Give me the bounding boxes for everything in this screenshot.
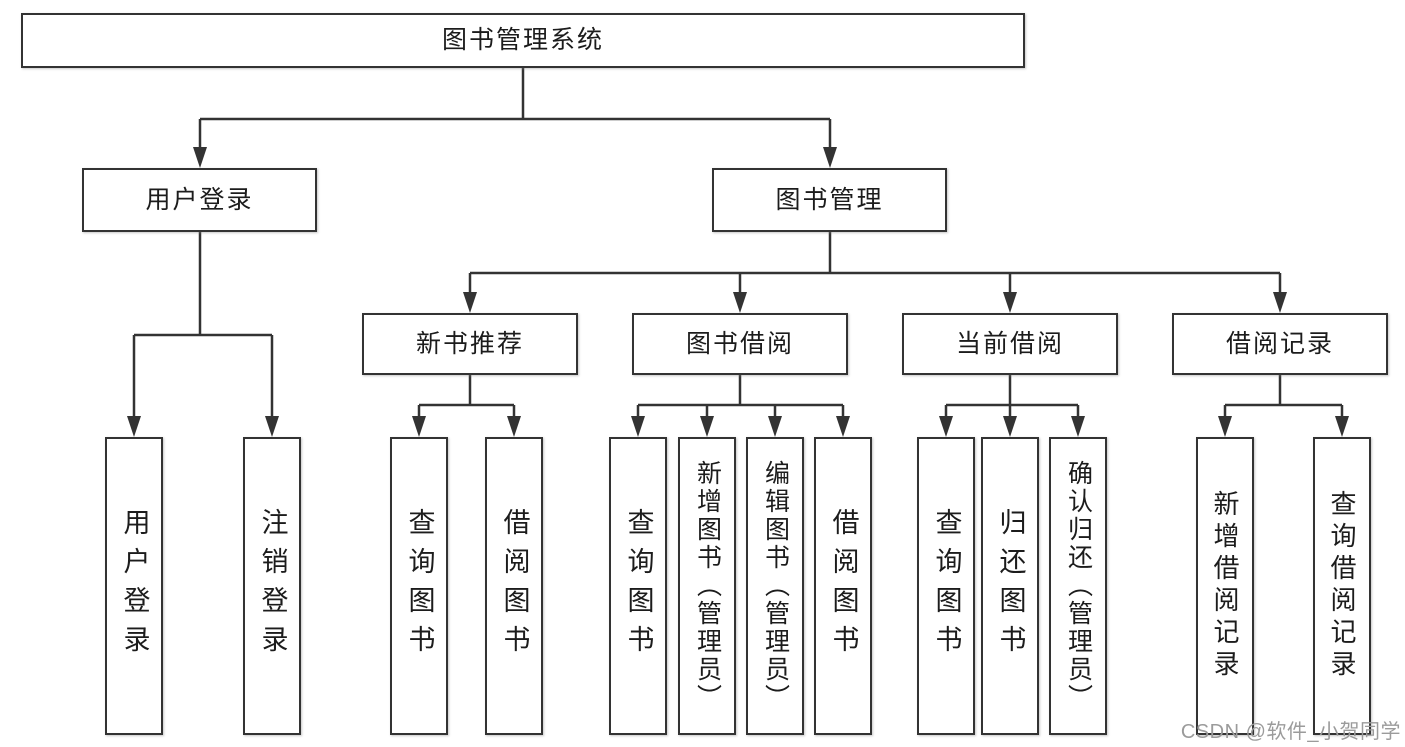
node-label: 图书管理 bbox=[775, 185, 884, 214]
arrowhead-icon bbox=[733, 292, 747, 313]
arrowhead-icon bbox=[1218, 416, 1232, 437]
arrowhead-icon bbox=[1003, 292, 1017, 313]
arrowhead-icon bbox=[412, 416, 426, 437]
node-label: 注销登录 bbox=[257, 508, 288, 664]
node-book-borrowing: 图书借阅 bbox=[632, 313, 848, 375]
node-label: 确认归还（管理员） bbox=[1064, 460, 1093, 712]
node-label: 查询图书 bbox=[404, 508, 435, 664]
arrowhead-icon bbox=[507, 416, 521, 437]
leaf-add-book-admin: 新增图书（管理员） bbox=[678, 437, 736, 735]
node-label: 查询图书 bbox=[931, 508, 962, 664]
connector-path bbox=[132, 68, 1344, 419]
arrowhead-icon bbox=[1071, 416, 1085, 437]
leaf-query-borrow-record: 查询借阅记录 bbox=[1313, 437, 1371, 735]
arrowhead-icon bbox=[193, 147, 207, 168]
arrowhead-icon bbox=[1003, 416, 1017, 437]
arrowhead-icon bbox=[127, 416, 141, 437]
node-system-root: 图书管理系统 bbox=[21, 13, 1025, 68]
node-user-login: 用户登录 bbox=[82, 168, 317, 232]
leaf-edit-book-admin: 编辑图书（管理员） bbox=[746, 437, 804, 735]
leaf-return-book: 归还图书 bbox=[981, 437, 1039, 735]
node-label: 编辑图书（管理员） bbox=[761, 460, 790, 712]
arrowhead-icon bbox=[836, 416, 850, 437]
arrowhead-icon bbox=[1273, 292, 1287, 313]
node-new-book-recommend: 新书推荐 bbox=[362, 313, 578, 375]
arrowhead-icon bbox=[700, 416, 714, 437]
leaf-user-login: 用户登录 bbox=[105, 437, 163, 735]
node-label: 新增图书（管理员） bbox=[693, 460, 722, 712]
node-label: 查询借阅记录 bbox=[1327, 490, 1357, 682]
node-label: 借阅图书 bbox=[499, 508, 530, 664]
leaf-query-books-newbook: 查询图书 bbox=[390, 437, 448, 735]
node-borrowing-records: 借阅记录 bbox=[1172, 313, 1388, 375]
arrowhead-icon bbox=[265, 416, 279, 437]
arrowhead-icon bbox=[631, 416, 645, 437]
arrowhead-icon bbox=[823, 147, 837, 168]
node-label: 图书管理系统 bbox=[441, 26, 604, 54]
arrowhead-icon bbox=[768, 416, 782, 437]
node-book-management: 图书管理 bbox=[712, 168, 947, 232]
leaf-query-books-current: 查询图书 bbox=[917, 437, 975, 735]
leaf-confirm-return-admin: 确认归还（管理员） bbox=[1049, 437, 1107, 735]
csdn-watermark: CSDN @软件_小贺同学 bbox=[1180, 721, 1401, 743]
node-label: 归还图书 bbox=[995, 508, 1026, 664]
node-label: 图书借阅 bbox=[685, 329, 794, 358]
leaf-borrow-books-newbook: 借阅图书 bbox=[485, 437, 543, 735]
arrowhead-icon bbox=[463, 292, 477, 313]
node-label: 查询图书 bbox=[623, 508, 654, 664]
node-label: 新书推荐 bbox=[415, 329, 524, 358]
node-label: 借阅图书 bbox=[828, 508, 859, 664]
node-label: 用户登录 bbox=[145, 185, 254, 214]
node-label: 用户登录 bbox=[119, 508, 150, 664]
node-label: 当前借阅 bbox=[955, 329, 1064, 358]
node-label: 新增借阅记录 bbox=[1210, 490, 1240, 682]
arrowhead-icon bbox=[1335, 416, 1349, 437]
leaf-query-books-borrow: 查询图书 bbox=[609, 437, 667, 735]
node-label: 借阅记录 bbox=[1225, 329, 1334, 358]
leaf-borrow-books-borrow: 借阅图书 bbox=[814, 437, 872, 735]
arrowhead-icon bbox=[939, 416, 953, 437]
leaf-logout: 注销登录 bbox=[243, 437, 301, 735]
leaf-add-borrow-record: 新增借阅记录 bbox=[1196, 437, 1254, 735]
node-current-borrowing: 当前借阅 bbox=[902, 313, 1118, 375]
